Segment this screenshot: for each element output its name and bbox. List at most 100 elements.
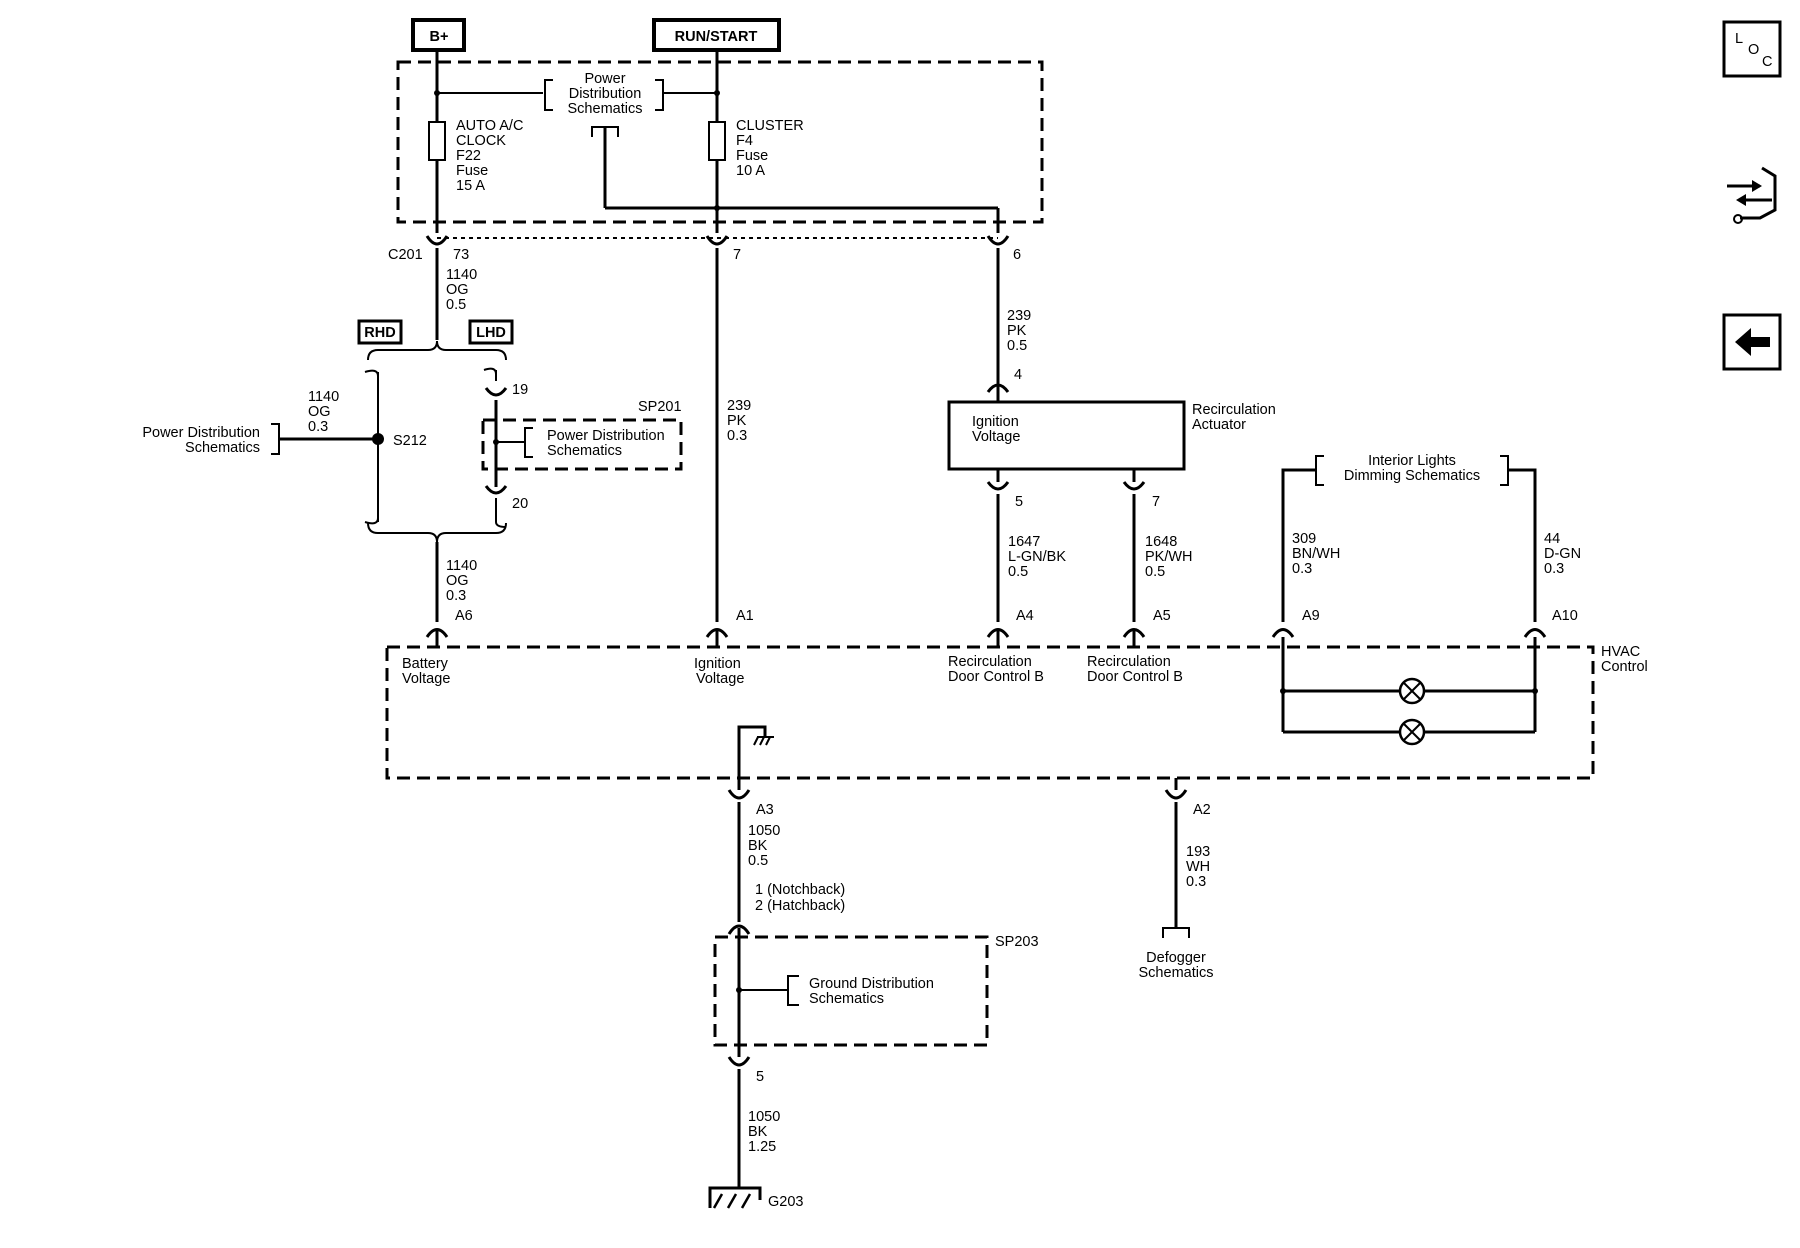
c201-pin-73-terminal: [425, 235, 449, 246]
sp203-top-terminal: [727, 924, 751, 935]
hvac-pin-a3: A3: [756, 802, 774, 818]
svg-text:1648: 1648: [1145, 534, 1177, 550]
power-distribution-top-ref[interactable]: Power Distribution Schematics: [544, 71, 664, 117]
lhd-option: LHD: [468, 319, 514, 345]
svg-text:0.5: 0.5: [1145, 564, 1165, 580]
svg-text:1647: 1647: [1008, 534, 1040, 550]
hvac-pin-a2: A2: [1193, 802, 1211, 818]
actuator-ignition-l2: Voltage: [972, 429, 1020, 445]
hvac-pin-a5: A5: [1153, 608, 1171, 624]
svg-text:Voltage: Voltage: [402, 671, 450, 687]
run-start-supply: RUN/START: [652, 18, 781, 52]
svg-text:Power Distribution: Power Distribution: [142, 425, 260, 441]
actuator-pin-4-terminal: [986, 383, 1010, 393]
hvac-pin-a5-terminal: [1122, 628, 1146, 638]
hvac-pin-a9-terminal: [1271, 628, 1295, 638]
svg-text:239: 239: [1007, 308, 1031, 324]
actuator-pin-5-terminal: [986, 481, 1010, 491]
connector-view-button[interactable]: [1727, 166, 1777, 224]
wire-193-label: 193 WH 0.3: [1186, 844, 1210, 890]
wire-1648-label: 1648 PK/WH 0.5: [1145, 534, 1193, 580]
svg-text:Recirculation: Recirculation: [1087, 654, 1171, 670]
svg-text:0.3: 0.3: [727, 428, 747, 444]
wire-1647-label: 1647 L-GN/BK 0.5: [1008, 534, 1066, 580]
svg-text:Ignition: Ignition: [694, 656, 741, 672]
hvac-ignition-voltage-label: Ignition Voltage: [694, 656, 744, 687]
svg-text:BN/WH: BN/WH: [1292, 546, 1340, 562]
svg-text:Recirculation: Recirculation: [948, 654, 1032, 670]
sp201-pin-19-terminal: [484, 387, 508, 397]
hvac-pin-a10: A10: [1552, 608, 1578, 624]
hvac-pin-a1: A1: [736, 608, 754, 624]
svg-text:Fuse: Fuse: [736, 148, 768, 164]
svg-text:D-GN: D-GN: [1544, 546, 1581, 562]
back-button[interactable]: [1722, 313, 1782, 371]
svg-text:OG: OG: [308, 404, 331, 420]
wire-1050-05-label: 1050 BK 0.5: [748, 823, 780, 869]
hvac-battery-voltage-label: Battery Voltage: [402, 656, 450, 687]
svg-text:1050: 1050: [748, 823, 780, 839]
hvac-pin-a6: A6: [455, 608, 473, 624]
location-button[interactable]: L O C: [1722, 20, 1782, 78]
svg-text:Door Control B: Door Control B: [948, 669, 1044, 685]
sp201-pin-20: 20: [512, 496, 528, 512]
sp201-label: SP201: [638, 399, 682, 415]
svg-text:Schematics: Schematics: [547, 443, 622, 459]
svg-text:0.3: 0.3: [1186, 874, 1206, 890]
fuse-f4-label: CLUSTER F4 Fuse 10 A: [736, 118, 804, 179]
svg-text:1140: 1140: [446, 558, 477, 574]
c201-label: C201: [388, 247, 423, 263]
fuse-block-outline: [396, 60, 1044, 224]
rhd-option: RHD: [357, 319, 403, 345]
connector-arrows-icon: [1727, 166, 1777, 224]
fuse-f22-label: AUTO A/C CLOCK F22 Fuse 15 A: [456, 118, 523, 194]
loc-letter-c: C: [1762, 54, 1772, 70]
hvac-pin-a10-terminal: [1523, 628, 1547, 638]
sp203-label: SP203: [995, 934, 1039, 950]
interior-lights-dimming-ref[interactable]: Interior Lights Dimming Schematics: [1315, 453, 1509, 486]
svg-text:0.5: 0.5: [446, 297, 466, 313]
loc-letter-l: L: [1735, 31, 1743, 47]
svg-text:44: 44: [1544, 531, 1560, 547]
svg-text:0.5: 0.5: [748, 853, 768, 869]
c201-pin-73: 73: [453, 247, 469, 263]
internal-ground-icon: [737, 725, 774, 762]
actuator-ignition-l1: Ignition: [972, 414, 1019, 430]
wire-1050-125-label: 1050 BK 1.25: [748, 1109, 780, 1155]
defogger-ref[interactable]: Defogger Schematics: [1139, 927, 1214, 981]
svg-text:Defogger: Defogger: [1146, 950, 1206, 966]
sp201-pin-20-terminal: [484, 485, 508, 495]
svg-text:1 (Notchback): 1 (Notchback): [755, 882, 845, 898]
power-distribution-left-ref[interactable]: Power Distribution Schematics: [142, 423, 280, 456]
svg-text:CLUSTER: CLUSTER: [736, 118, 804, 134]
svg-text:1140: 1140: [446, 267, 477, 283]
svg-text:Battery: Battery: [402, 656, 449, 672]
ground-pin-label: 1 (Notchback) 2 (Hatchback): [755, 882, 845, 914]
svg-text:Power Distribution: Power Distribution: [547, 428, 665, 444]
c201-pin-6-terminal: [986, 235, 1010, 246]
svg-text:LHD: LHD: [476, 325, 506, 341]
actuator-pin-7-terminal: [1122, 481, 1146, 491]
hvac-pin-a9: A9: [1302, 608, 1320, 624]
svg-text:1140: 1140: [308, 389, 339, 405]
fuse-f4-icon: [708, 121, 726, 161]
c201-pin-7-terminal: [705, 235, 729, 246]
arrow-left-icon: [1735, 328, 1770, 356]
actuator-pin-5: 5: [1015, 494, 1023, 510]
g203-label: G203: [768, 1194, 803, 1210]
svg-text:BK: BK: [748, 1124, 768, 1140]
wire-1140-og-03-bottom-label: 1140 OG 0.3: [446, 558, 477, 604]
sp201-power-distribution-ref[interactable]: Power Distribution Schematics: [524, 427, 665, 459]
hvac-recirc-a5-label: Recirculation Door Control B: [1087, 654, 1183, 685]
ground-distribution-ref[interactable]: Ground Distribution Schematics: [787, 975, 934, 1007]
wire-309-label: 309 BN/WH 0.3: [1292, 531, 1340, 577]
svg-text:CLOCK: CLOCK: [456, 133, 506, 149]
svg-text:0.3: 0.3: [446, 588, 466, 604]
actuator-name-l1: Recirculation: [1192, 402, 1276, 418]
svg-text:Fuse: Fuse: [456, 163, 488, 179]
hvac-pin-a3-terminal: [727, 789, 751, 800]
wire-1140-og-03-left-label: 1140 OG 0.3: [308, 389, 339, 435]
svg-text:OG: OG: [446, 282, 469, 298]
svg-text:F4: F4: [736, 133, 753, 149]
